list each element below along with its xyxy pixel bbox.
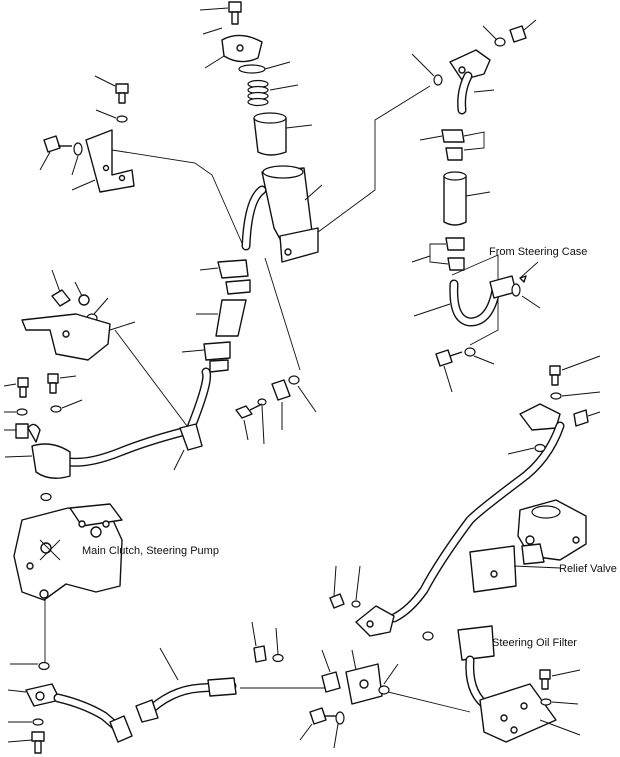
right-hose-segment bbox=[443, 171, 491, 226]
upper-bracket-bolt bbox=[94, 75, 129, 123]
valve-spool bbox=[253, 112, 313, 156]
right-upper-clamps bbox=[419, 129, 485, 161]
steering-oil-filter bbox=[457, 625, 581, 743]
top-o-ring bbox=[238, 61, 291, 74]
pump-inlet-o-ring bbox=[40, 492, 52, 502]
right-top-bolt bbox=[482, 19, 537, 47]
left-mid-bracket bbox=[21, 313, 136, 361]
left-mid-bolt-nut bbox=[51, 269, 109, 323]
steering-pump-body bbox=[13, 503, 123, 601]
relief-valve-mount-plate bbox=[469, 545, 561, 593]
center-hose-segment bbox=[196, 299, 247, 337]
spring bbox=[247, 79, 299, 107]
center-elbow-fitting bbox=[235, 375, 317, 445]
bottom-left-pump-outlet bbox=[7, 661, 133, 754]
bottom-center-hose bbox=[135, 647, 237, 723]
label-from-steering-case: From Steering Case bbox=[489, 246, 587, 258]
label-main-clutch-steering-pump: Main Clutch, Steering Pump bbox=[82, 545, 219, 557]
label-steering-oil-filter: Steering Oil Filter bbox=[492, 637, 577, 649]
mid-flange-elbow bbox=[329, 565, 434, 641]
right-bolt-washer-pair bbox=[549, 355, 601, 400]
relief-valve-pipe bbox=[389, 421, 565, 623]
label-relief-valve: Relief Valve bbox=[559, 563, 617, 575]
valve-body-housing bbox=[241, 165, 323, 263]
right-mid-bolt-washer bbox=[435, 347, 495, 393]
right-top-elbow-flange bbox=[411, 49, 495, 115]
left-bolt-with-washer bbox=[39, 135, 83, 176]
relief-valve-body bbox=[517, 499, 587, 565]
suction-hose-left bbox=[4, 367, 212, 479]
left-small-parts-stack bbox=[3, 373, 83, 443]
assembly-connector-lines bbox=[44, 85, 499, 713]
steering-case-return-elbow bbox=[413, 261, 541, 327]
center-hose-clamps bbox=[181, 259, 251, 373]
relief-valve-top-fitting bbox=[519, 403, 601, 431]
top-cover-plate bbox=[202, 27, 263, 69]
top-bolt bbox=[199, 1, 242, 25]
bottom-mid-block-fitting bbox=[251, 621, 399, 749]
upper-mounting-bracket bbox=[71, 129, 135, 193]
right-lower-clamps bbox=[411, 237, 465, 271]
